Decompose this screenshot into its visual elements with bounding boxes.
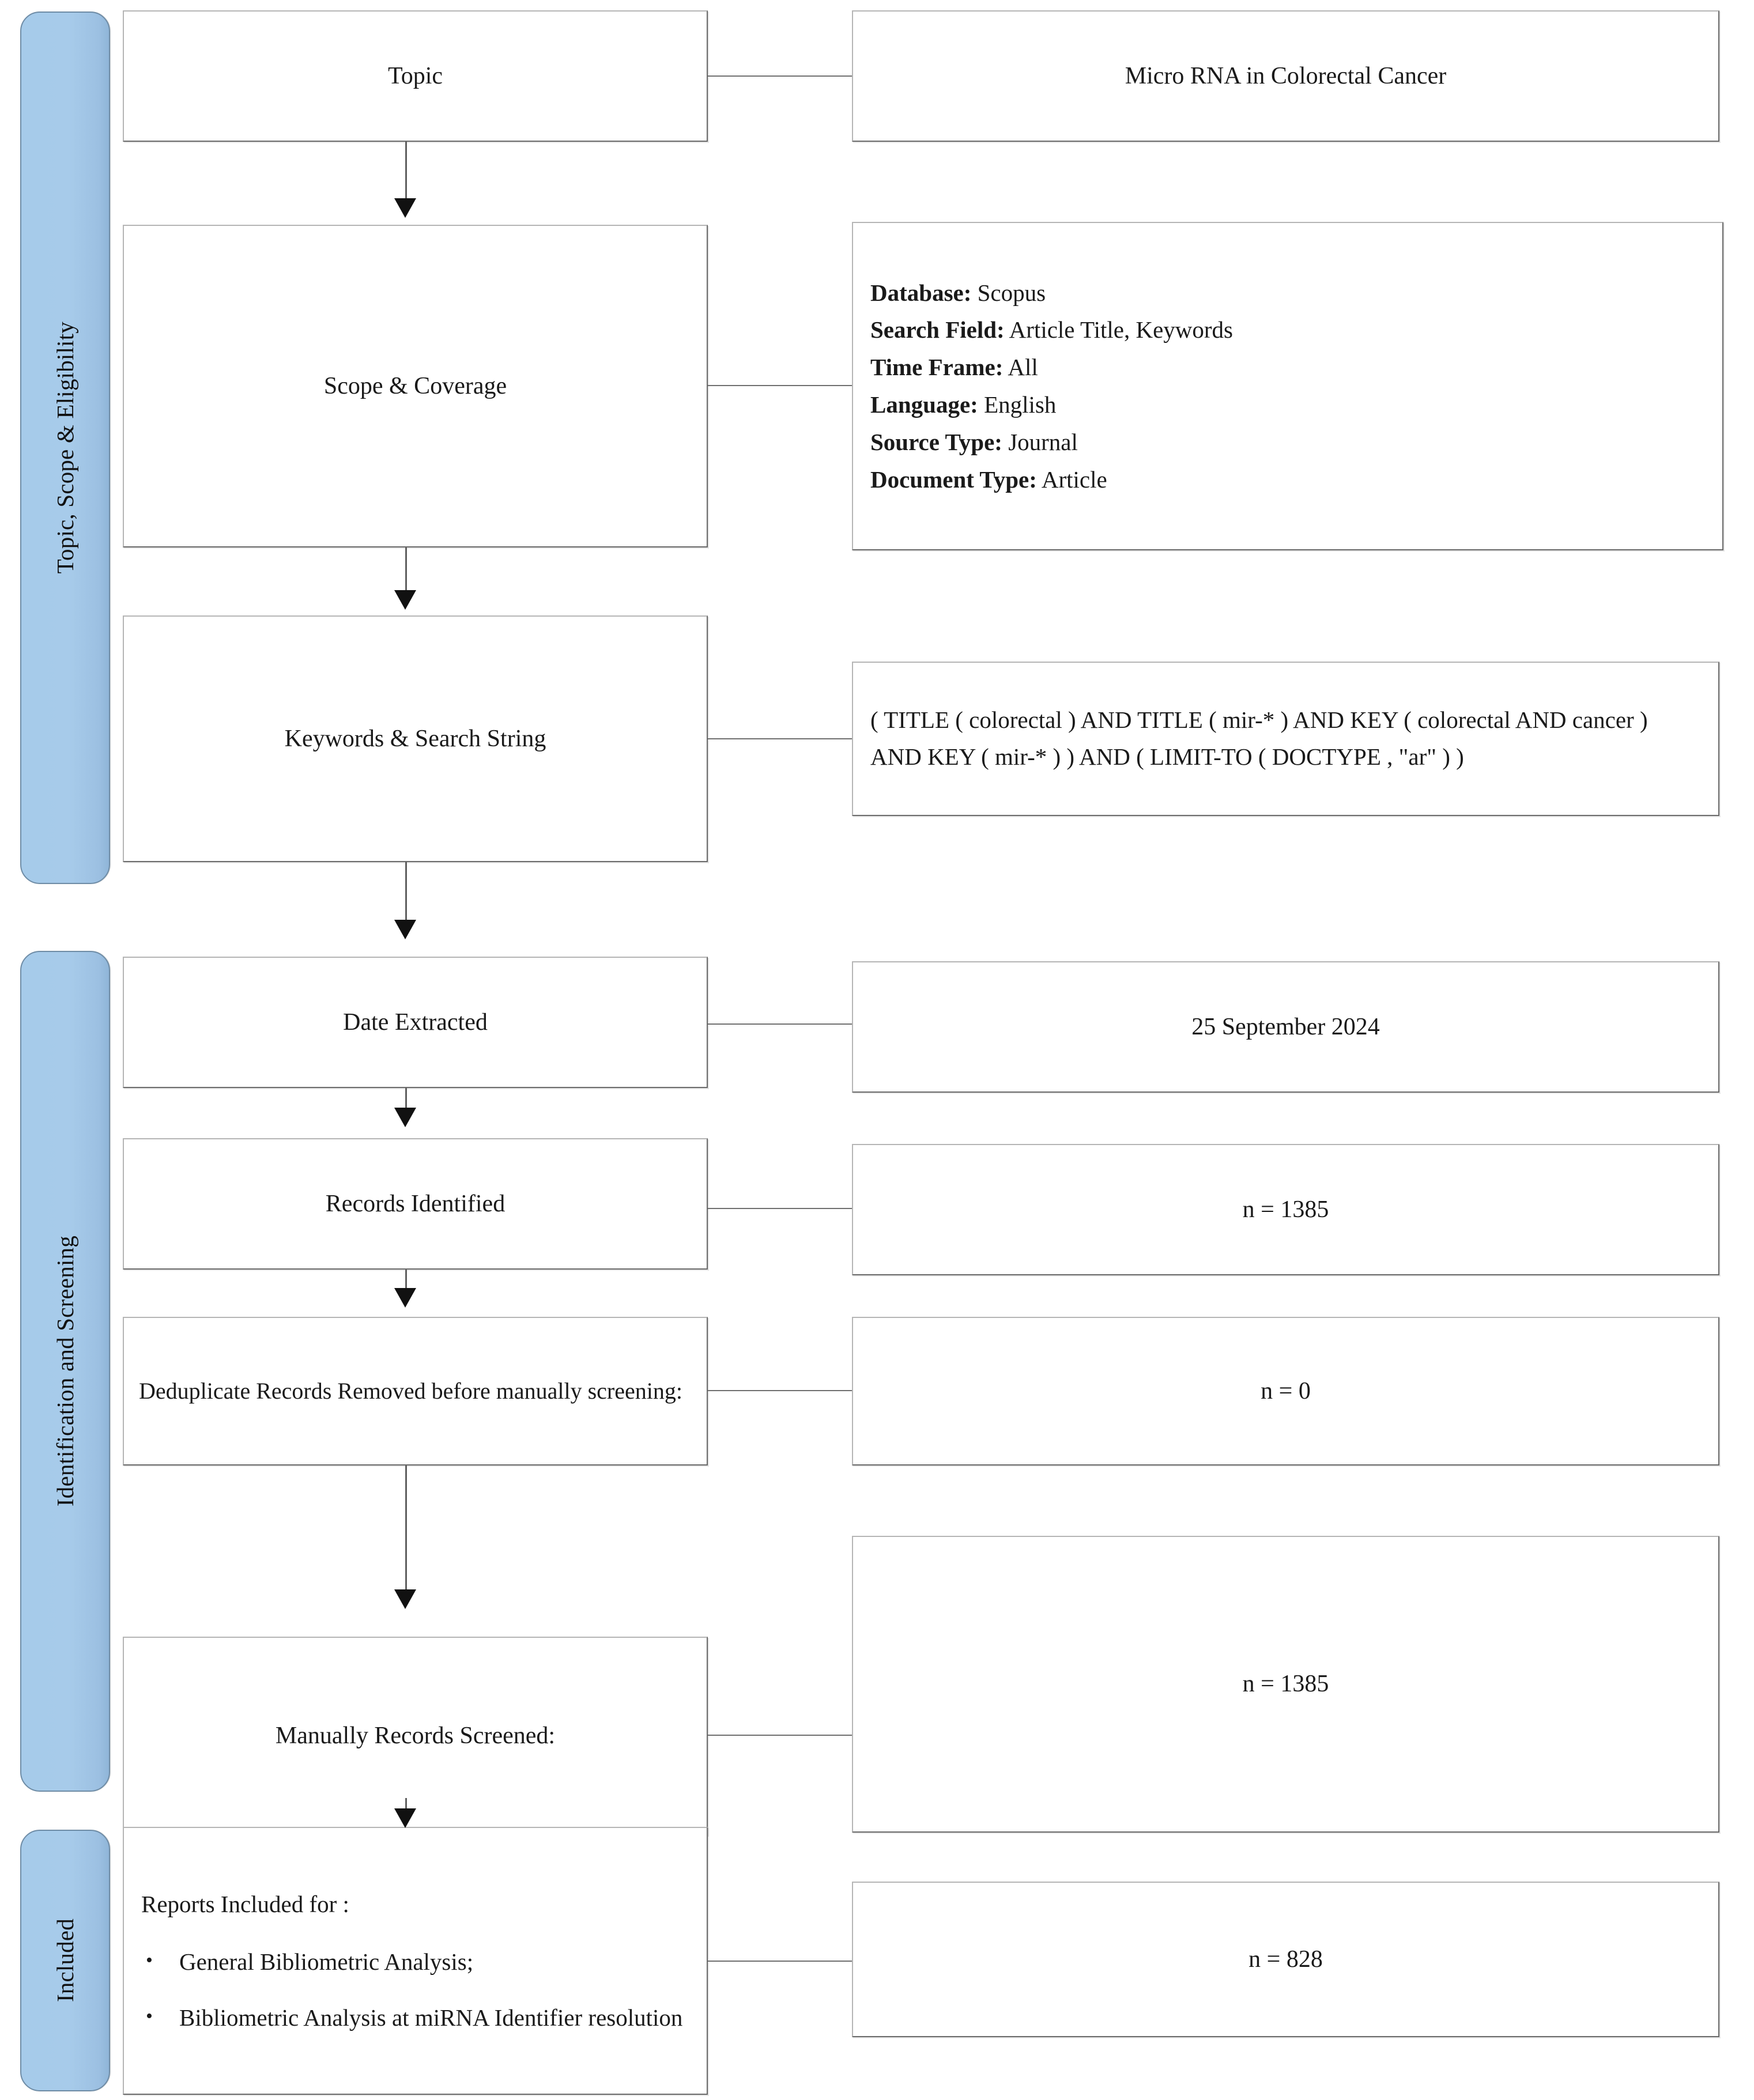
scope-detail-key: Language: [870, 391, 978, 418]
arrow-head-scope-to-keywords [394, 590, 416, 610]
connector-records-identified [708, 1208, 852, 1209]
step-box-deduplicate-records-removed[interactable]: Deduplicate Records Removed before manua… [123, 1317, 708, 1466]
step-label-keywords-search-string: Keywords & Search String [284, 725, 546, 752]
step-label-deduplicate-records-removed: Deduplicate Records Removed before manua… [139, 1378, 682, 1404]
scope-detail-document-type: Document Type: Article [870, 461, 1233, 498]
step-box-date-extracted[interactable]: Date Extracted [123, 957, 708, 1088]
step-label-date-extracted: Date Extracted [343, 1009, 488, 1036]
step-label-manually-records-screened: Manually Records Screened: [275, 1723, 556, 1750]
bullet-icon: • [146, 1950, 153, 1971]
phase-label-topic-scope-eligibility: Topic, Scope & Eligibility [52, 322, 78, 574]
reports-included-content: Reports Included for : • General Bibliom… [124, 1888, 707, 2034]
phase-label-identification-screening: Identification and Screening [52, 1236, 78, 1507]
arrow-head-manual-to-reports [394, 1808, 416, 1828]
scope-detail-key: Source Type: [870, 428, 1002, 455]
scope-detail-database: Database: Scopus [870, 274, 1233, 312]
bullet-icon: • [146, 2005, 153, 2027]
reports-included-item-2: Bibliometric Analysis at miRNA Identifie… [179, 2004, 683, 2031]
arrow-head-keywords-to-date [394, 920, 416, 939]
step-label-records-identified: Records Identified [325, 1190, 506, 1217]
scope-details-list: Database: Scopus Search Field: Article T… [853, 274, 1233, 498]
reports-included-heading: Reports Included for : [141, 1890, 349, 1917]
arrow-stem-scope-to-keywords [405, 547, 407, 590]
scope-detail-language: Language: English [870, 386, 1233, 424]
phase-label-included: Included [52, 1918, 78, 2003]
list-item: • Bibliometric Analysis at miRNA Identif… [141, 2001, 693, 2034]
arrow-stem-records-to-dedup [405, 1270, 407, 1298]
list-item: • General Bibliometric Analysis; [141, 1946, 693, 1978]
step-box-keywords-search-string[interactable]: Keywords & Search String [123, 615, 708, 862]
value-box-deduplicate-removed[interactable]: n = 0 [852, 1317, 1719, 1466]
arrow-stem-date-to-records [405, 1088, 407, 1120]
step-box-records-identified[interactable]: Records Identified [123, 1138, 708, 1270]
value-manually-screened: n = 1385 [1242, 1671, 1329, 1698]
scope-detail-key: Database: [870, 279, 972, 306]
value-deduplicate-removed: n = 0 [1261, 1377, 1311, 1404]
value-topic: Micro RNA in Colorectal Cancer [1125, 62, 1447, 89]
value-box-date-extracted[interactable]: 25 September 2024 [852, 961, 1719, 1093]
scope-detail-key: Document Type: [870, 466, 1037, 493]
arrow-stem-dedup-to-manual [405, 1466, 407, 1604]
arrow-stem-topic-to-scope [405, 142, 407, 198]
step-label-scope-coverage: Scope & Coverage [323, 372, 507, 399]
phase-bar-identification-screening: Identification and Screening [20, 951, 110, 1792]
phase-bar-topic-scope-eligibility: Topic, Scope & Eligibility [20, 12, 110, 884]
arrow-head-topic-to-scope [394, 198, 416, 218]
connector-manually-screened [708, 1735, 852, 1736]
scope-detail-time-frame: Time Frame: All [870, 349, 1233, 386]
reports-included-item-1: General Bibliometric Analysis; [179, 1948, 474, 1976]
value-box-search-string[interactable]: ( TITLE ( colorectal ) AND TITLE ( mir-*… [852, 662, 1719, 816]
step-box-topic[interactable]: Topic [123, 10, 708, 142]
scope-detail-key: Search Field: [870, 316, 1005, 343]
arrow-stem-keywords-to-date [405, 862, 407, 920]
scope-detail-value: Article Title, Keywords [1004, 316, 1234, 343]
value-search-string: ( TITLE ( colorectal ) AND TITLE ( mir-*… [870, 707, 1648, 770]
scope-detail-key: Time Frame: [870, 354, 1004, 381]
step-box-reports-included[interactable]: Reports Included for : • General Bibliom… [123, 1827, 708, 2095]
value-date-extracted: 25 September 2024 [1191, 1013, 1380, 1040]
step-box-manually-records-screened[interactable]: Manually Records Screened: [123, 1637, 708, 1835]
connector-reports-included [708, 1961, 852, 1962]
arrow-head-date-to-records [394, 1108, 416, 1127]
scope-detail-value: Journal [1002, 428, 1078, 455]
step-label-topic: Topic [387, 62, 443, 89]
connector-date-extracted [708, 1023, 852, 1025]
connector-topic [708, 75, 852, 77]
connector-scope [708, 385, 852, 386]
connector-keywords [708, 738, 852, 739]
value-box-manually-screened[interactable]: n = 1385 [852, 1536, 1719, 1833]
connector-deduplicate [708, 1390, 852, 1391]
step-box-scope-coverage[interactable]: Scope & Coverage [123, 225, 708, 547]
value-box-records-identified[interactable]: n = 1385 [852, 1144, 1719, 1275]
value-box-scope-details[interactable]: Database: Scopus Search Field: Article T… [852, 222, 1723, 550]
scope-detail-value: Scopus [971, 279, 1046, 306]
scope-detail-source-type: Source Type: Journal [870, 424, 1233, 461]
value-records-identified: n = 1385 [1242, 1196, 1329, 1223]
value-box-reports-included[interactable]: n = 828 [852, 1882, 1719, 2037]
scope-detail-value: Article [1036, 466, 1107, 493]
value-reports-included: n = 828 [1248, 1946, 1323, 1973]
scope-detail-search-field: Search Field: Article Title, Keywords [870, 311, 1233, 349]
scope-detail-value: English [978, 391, 1057, 418]
scope-detail-value: All [1003, 354, 1038, 381]
arrow-head-records-to-dedup [394, 1288, 416, 1308]
phase-bar-included: Included [20, 1830, 110, 2091]
value-box-topic[interactable]: Micro RNA in Colorectal Cancer [852, 10, 1719, 142]
arrow-head-dedup-to-manual [394, 1589, 416, 1609]
